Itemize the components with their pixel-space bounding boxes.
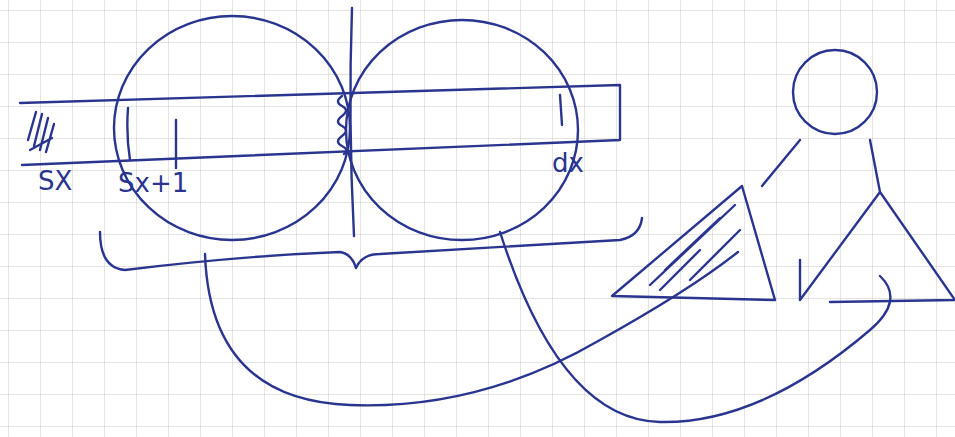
handwritten-label: SX [38, 168, 72, 194]
stick-figure [762, 140, 955, 302]
brace [100, 218, 642, 270]
handwritten-label: Sx+1 [118, 170, 188, 196]
center-line [350, 8, 354, 236]
right-circle [346, 20, 578, 240]
band [20, 85, 620, 165]
hatching [650, 205, 740, 290]
lower-curve [205, 252, 738, 405]
lower-curve [500, 232, 890, 422]
small-loops [338, 96, 347, 154]
tick-marks [127, 95, 562, 168]
left-circle [114, 16, 350, 240]
triangle [612, 186, 775, 300]
hatching [28, 112, 54, 152]
handwritten-label: dx [552, 150, 584, 176]
pen-strokes [20, 8, 955, 422]
stick-head [793, 50, 877, 134]
